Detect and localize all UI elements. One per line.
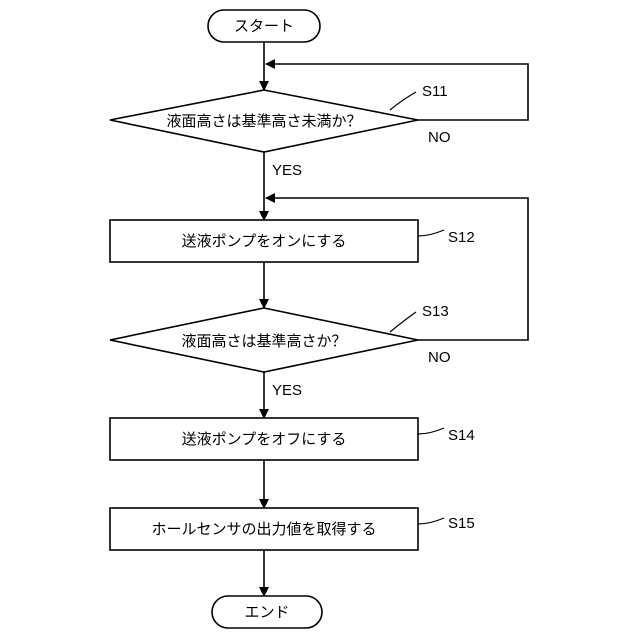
start-label: スタート — [234, 17, 294, 35]
process-s14: 送液ポンプをオフにする — [110, 418, 418, 460]
start-terminal: スタート — [208, 10, 320, 42]
leader-s12 — [418, 230, 444, 236]
step-id-s12: S12 — [448, 229, 475, 246]
decision-s11: 液面高さは基準高さ未満か？ — [110, 90, 418, 152]
decision-s13: 液面高さは基準高さか？ — [110, 308, 418, 372]
step-id-s11: S11 — [422, 83, 448, 100]
leader-s11 — [390, 92, 416, 110]
s13-yes-label: YES — [272, 382, 302, 399]
process-s15-text: ホールセンサの出力値を取得する — [151, 520, 376, 538]
leader-s15 — [418, 518, 444, 524]
decision-s11-text: 液面高さは基準高さ未満か？ — [166, 112, 361, 130]
s11-yes-label: YES — [272, 162, 302, 179]
end-terminal: エンド — [212, 596, 322, 628]
leader-s13 — [390, 312, 416, 332]
leader-s14 — [418, 428, 444, 434]
process-s14-text: 送液ポンプをオフにする — [182, 430, 347, 448]
s13-no-label: NO — [428, 349, 451, 366]
decision-s13-text: 液面高さは基準高さか？ — [181, 332, 346, 350]
step-id-s15: S15 — [448, 515, 475, 532]
step-id-s13: S13 — [422, 303, 449, 320]
step-id-s14: S14 — [448, 427, 475, 444]
process-s15: ホールセンサの出力値を取得する — [110, 508, 418, 550]
s11-no-label: NO — [428, 129, 451, 146]
end-label: エンド — [244, 603, 289, 621]
process-s12-text: 送液ポンプをオンにする — [182, 232, 347, 250]
process-s12: 送液ポンプをオンにする — [110, 220, 418, 262]
